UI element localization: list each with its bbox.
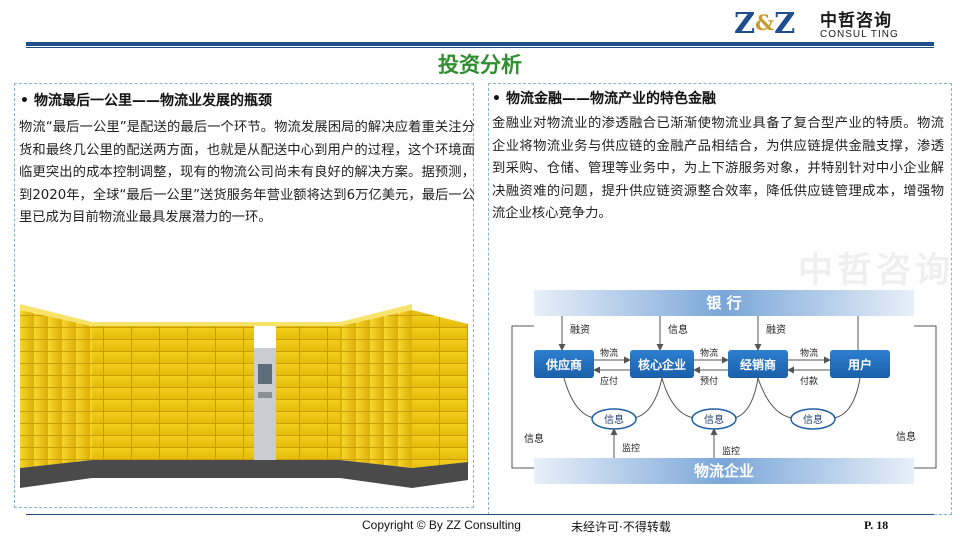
node-distributor — [728, 350, 788, 378]
info-bubble-1-label: 信息 — [604, 413, 624, 426]
flow-payment: 付款 — [800, 375, 818, 387]
company-logo: Z&Z 中哲咨询 CONSUL TING — [734, 4, 934, 42]
watermark-text: 中哲咨询 — [798, 251, 955, 291]
monitor-label-2: 监控 — [722, 445, 740, 457]
right-heading-row: • 物流金融——物流产业的特色金融 — [492, 88, 716, 108]
flow-logistics-3: 物流 — [800, 347, 818, 359]
left-panel — [14, 83, 474, 508]
logistics-finance-diagram: 银 行 物流企业 融资 信息 融资 供应商 核心企业 经销商 用户 物流 应付 … — [511, 290, 937, 484]
flow-logistics-1: 物流 — [600, 347, 618, 359]
financing-label-1: 融资 — [570, 324, 590, 336]
left-bullet: • — [20, 93, 29, 109]
monitor-label-1: 监控 — [622, 442, 640, 454]
info-label-bank: 信息 — [668, 323, 688, 336]
info-label-right: 信息 — [896, 430, 916, 443]
node-core-label: 核心企业 — [638, 357, 686, 372]
logistics-company-label: 物流企业 — [694, 462, 754, 480]
right-heading: 物流金融——物流产业的特色金融 — [506, 91, 716, 107]
logo-english-name: CONSUL TING — [820, 29, 899, 40]
page-number: P. 18 — [864, 518, 889, 532]
info-bubble-3 — [790, 408, 836, 430]
footer-note: 未经许可·不得转载 — [571, 520, 671, 534]
node-supplier-label: 供应商 — [545, 357, 582, 372]
node-user-label: 用户 — [847, 357, 872, 372]
flow-logistics-2: 物流 — [700, 347, 718, 359]
info-bubble-2-label: 信息 — [704, 413, 724, 426]
logo-chinese-name: 中哲咨询 — [820, 11, 892, 31]
logistics-company-bar — [534, 458, 914, 484]
header-rule-thin — [26, 47, 934, 48]
bank-label: 银 行 — [706, 294, 741, 312]
footer-rule — [26, 514, 934, 515]
node-user — [830, 350, 890, 378]
node-supplier — [534, 350, 594, 378]
node-core-enterprise — [630, 350, 694, 378]
left-heading-row: • 物流最后一公里——物流业发展的瓶颈 — [20, 90, 272, 110]
page-title: 投资分析 — [438, 53, 522, 77]
header-rule — [26, 42, 934, 46]
left-paragraph: 物流“最后一公里”是配送的最后一个环节。物流发展困局的解决应着重关注分货和最终几… — [19, 120, 475, 226]
parcel-locker-image — [20, 304, 468, 504]
bank-bar — [534, 290, 914, 316]
info-label-left: 信息 — [524, 432, 544, 445]
left-heading: 物流最后一公里——物流业发展的瓶颈 — [34, 93, 272, 109]
right-paragraph: 金融业对物流业的渗透融合已渐渐使物流业具备了复合型产业的特质。物流企业将物流业务… — [492, 116, 944, 222]
info-bubble-3-label: 信息 — [803, 413, 823, 426]
node-distributor-label: 经销商 — [740, 357, 776, 372]
flow-prepay: 预付 — [700, 376, 718, 387]
right-bullet: • — [492, 91, 501, 107]
logo-mark: Z&Z — [734, 6, 795, 40]
financing-label-2: 融资 — [766, 324, 786, 336]
flow-payable: 应付 — [600, 375, 618, 387]
footer-copyright: Copyright © By ZZ Consulting — [362, 518, 521, 532]
